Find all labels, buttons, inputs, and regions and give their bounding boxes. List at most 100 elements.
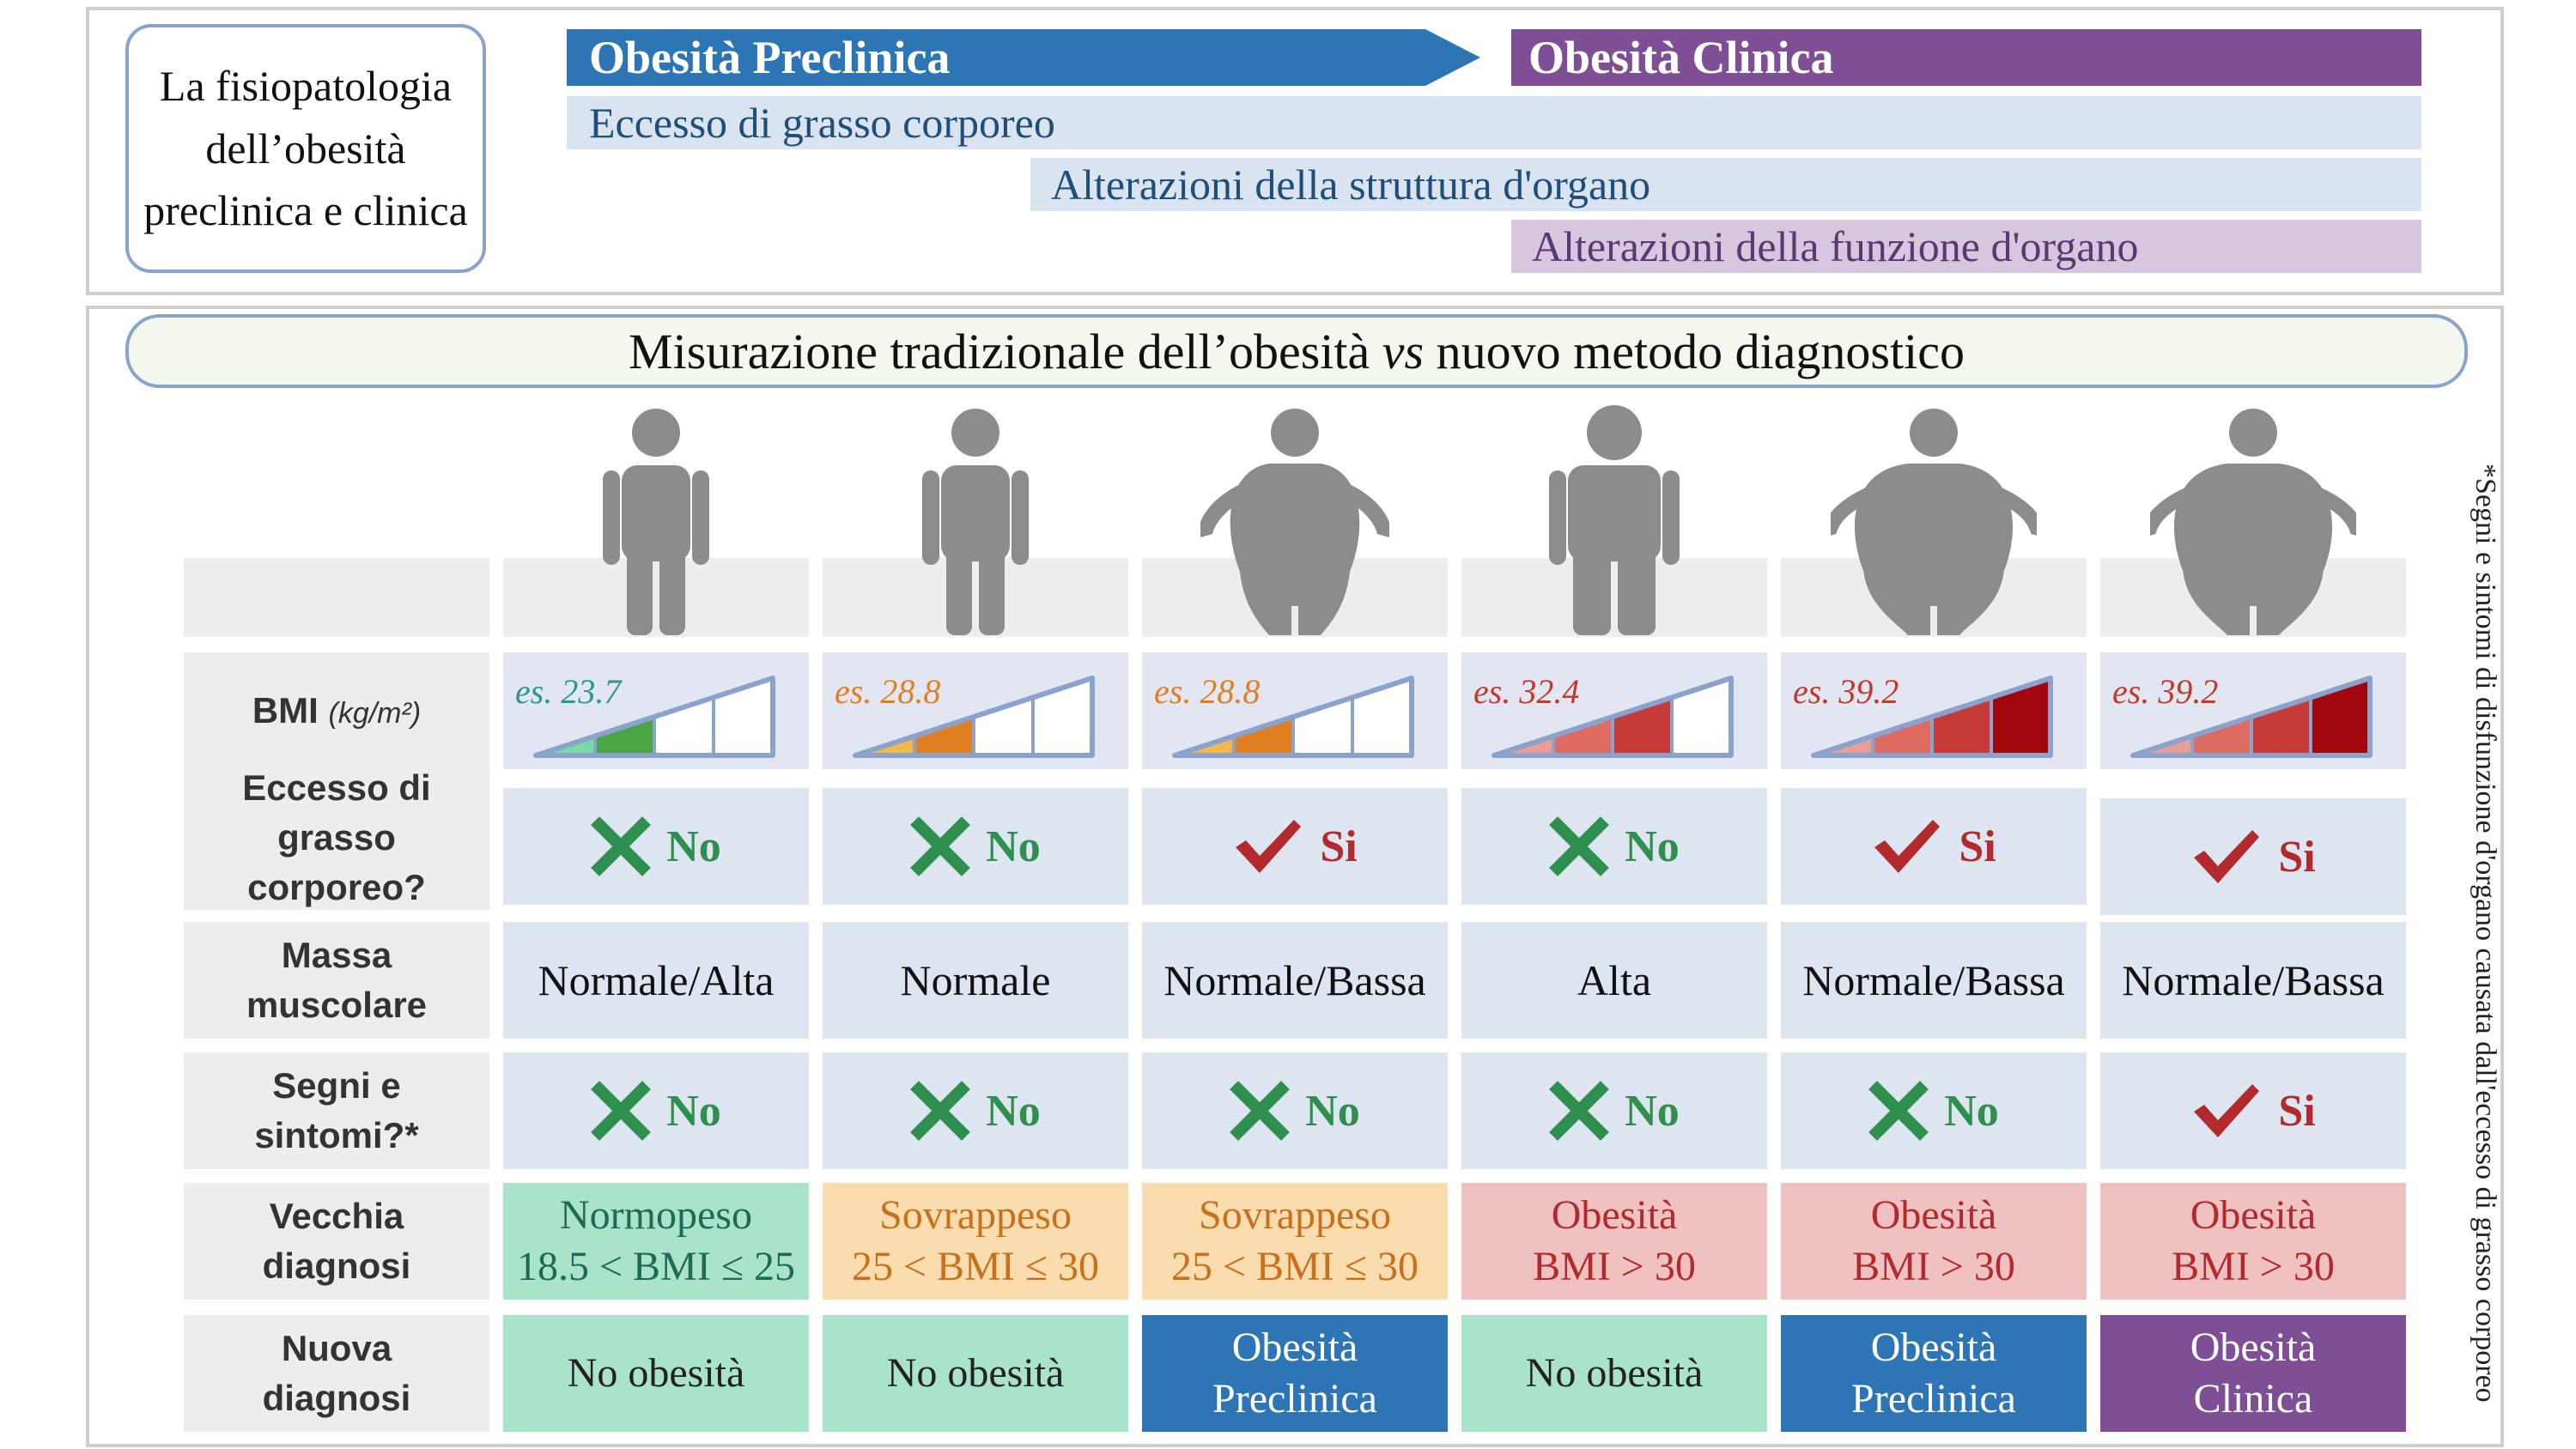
old-diagnosis-4-line-1: Obesità bbox=[1870, 1192, 1997, 1238]
fat-cell-5: Si bbox=[2100, 798, 2406, 915]
bmi-gauge-outline bbox=[1172, 676, 1414, 758]
bmi-gauge-5 bbox=[2130, 676, 2372, 758]
muscle-label-line-2: muscolare bbox=[246, 985, 428, 1025]
bmi-value-0: es. 23.7 bbox=[515, 672, 622, 711]
fat-label-line-3: corporeo? bbox=[247, 866, 426, 907]
cross-icon bbox=[591, 1081, 652, 1141]
bmi-gauge-0 bbox=[533, 676, 775, 758]
fat-cell-1: No bbox=[823, 788, 1128, 905]
bmi-gauge-2 bbox=[1172, 676, 1414, 758]
old-diagnosis-0-line-2: 18.5 < BMI ≤ 25 bbox=[516, 1244, 796, 1289]
new-diagnosis-4-line-1: Obesità bbox=[1870, 1325, 1997, 1370]
comparison-title-pre: Misurazione tradizionale dell’obesità bbox=[629, 323, 1382, 379]
fat-answer-0: No bbox=[666, 822, 721, 871]
bmi-gauge-1 bbox=[853, 676, 1095, 758]
signs-cell-3: No bbox=[1461, 1052, 1767, 1169]
new-diagnosis-0-line-1: No obesità bbox=[567, 1350, 745, 1396]
person-silhouette bbox=[603, 409, 709, 635]
new-diagnosis-row-label: Nuova diagnosi bbox=[184, 1315, 489, 1432]
checkmark-shape bbox=[2194, 830, 2260, 883]
signs-answer-5: Si bbox=[2278, 1086, 2316, 1136]
clinical-bar-label: Obesità Clinica bbox=[1528, 32, 1834, 83]
pathophysiology-title-line-2: dell’obesità bbox=[205, 124, 406, 173]
pathophysiology-title-line-1: La fisiopatologia bbox=[159, 62, 453, 111]
comparison-title-box: Misurazione tradizionale dell’obesità vs… bbox=[125, 314, 2468, 388]
muscle-cell-0: Normale/Alta bbox=[503, 922, 809, 1039]
cross-icon bbox=[1549, 1081, 1610, 1141]
bmi-value-2: es. 28.8 bbox=[1154, 672, 1261, 711]
new-diagnosis-1-line-1: No obesità bbox=[886, 1350, 1065, 1396]
signs-label-line-2: sintomi?* bbox=[254, 1115, 419, 1155]
fat-excess-bar-label: Eccesso di grasso corporeo bbox=[589, 99, 1055, 147]
comparison-title-vs: vs bbox=[1382, 323, 1425, 379]
old-diagnosis-2-line-2: 25 < BMI ≤ 30 bbox=[1170, 1244, 1419, 1289]
signs-label-line-1: Segni e bbox=[272, 1065, 401, 1106]
bottom-panel bbox=[86, 306, 2504, 1447]
old-diagnosis-cell-4: Obesità BMI > 30 bbox=[1781, 1183, 2087, 1300]
cross-icon bbox=[1230, 1081, 1291, 1141]
old-diagnosis-5-line-2: BMI > 30 bbox=[2172, 1244, 2335, 1289]
pathophysiology-title-box: La fisiopatologia dell’obesità preclinic… bbox=[125, 24, 486, 273]
bmi-gauge-outline bbox=[853, 676, 1095, 758]
bmi-gauge-outline bbox=[533, 676, 775, 758]
old-diagnosis-cell-0: Normopeso 18.5 < BMI ≤ 25 bbox=[503, 1183, 809, 1300]
old-diagnosis-4-line-2: BMI > 30 bbox=[1852, 1244, 2015, 1289]
person-slim-icon bbox=[922, 409, 1029, 635]
old-diagnosis-cell-2: Sovrappeso 25 < BMI ≤ 30 bbox=[1142, 1183, 1448, 1300]
muscle-cell-2: Normale/Bassa bbox=[1142, 922, 1448, 1039]
bmi-value-3: es. 32.4 bbox=[1473, 672, 1580, 711]
new-diagnosis-label-line-1: Nuova bbox=[281, 1328, 392, 1369]
signs-cell-0: No bbox=[503, 1052, 809, 1169]
muscle-cell-1: Normale bbox=[823, 922, 1128, 1039]
person-heavy-icon bbox=[1831, 409, 2037, 635]
checkmark-shape bbox=[1874, 820, 1941, 873]
checkmark-icon bbox=[1236, 820, 1302, 873]
new-diagnosis-label-line-2: diagnosi bbox=[262, 1378, 411, 1418]
new-diagnosis-5-line-1: Obesità bbox=[2190, 1325, 2317, 1370]
old-diagnosis-3-line-1: Obesità bbox=[1551, 1192, 1678, 1238]
signs-row-label: Segni e sintomi?* bbox=[184, 1052, 489, 1169]
fat-label-line-2: grasso bbox=[277, 817, 396, 858]
fat-row-label: Eccesso di grasso corporeo? bbox=[184, 766, 489, 910]
new-diagnosis-cell-3: No obesità bbox=[1461, 1315, 1767, 1432]
new-diagnosis-cell-0: No obesità bbox=[503, 1315, 809, 1432]
old-diagnosis-1-line-2: 25 < BMI ≤ 30 bbox=[851, 1244, 1100, 1289]
bmi-value-5: es. 39.2 bbox=[2112, 672, 2219, 711]
fat-excess-bar: Eccesso di grasso corporeo bbox=[567, 96, 2421, 149]
old-diagnosis-5-line-1: Obesità bbox=[2190, 1192, 2317, 1238]
old-diagnosis-2-line-1: Sovrappeso bbox=[1199, 1192, 1391, 1238]
signs-answer-2: No bbox=[1305, 1086, 1360, 1136]
figure-cell-1 bbox=[823, 558, 1128, 637]
signs-answer-4: No bbox=[1944, 1086, 1999, 1136]
new-diagnosis-cell-2: Obesità Preclinica bbox=[1142, 1315, 1448, 1432]
old-diagnosis-label-line-2: diagnosi bbox=[262, 1246, 411, 1286]
checkmark-shape bbox=[2194, 1084, 2260, 1137]
new-diagnosis-cell-4: Obesità Preclinica bbox=[1781, 1315, 2087, 1432]
bmi-gauge-segment bbox=[1232, 714, 1295, 757]
comparison-title-post: nuovo metodo diagnostico bbox=[1424, 323, 1965, 379]
figure-cell-0 bbox=[503, 558, 809, 637]
figure-cell-3 bbox=[1461, 558, 1767, 637]
bmi-gauge-segment bbox=[1871, 714, 1934, 757]
old-diagnosis-0-line-1: Normopeso bbox=[560, 1192, 752, 1238]
bmi-label: BMI bbox=[252, 690, 319, 731]
fat-cell-2: Si bbox=[1142, 788, 1448, 905]
cross-strokes bbox=[910, 816, 971, 876]
cross-icon bbox=[910, 816, 971, 876]
cross-strokes bbox=[591, 1081, 652, 1141]
cross-strokes bbox=[1549, 816, 1610, 876]
fat-cell-0: No bbox=[503, 788, 809, 905]
checkmark-shape bbox=[1236, 820, 1302, 873]
person-silhouette bbox=[1549, 405, 1680, 635]
checkmark-icon bbox=[2194, 830, 2260, 883]
pathophysiology-title-line-3: preclinica e clinica bbox=[143, 186, 468, 235]
fat-answer-5: Si bbox=[2278, 832, 2316, 882]
signs-cell-2: No bbox=[1142, 1052, 1448, 1169]
signs-answer-3: No bbox=[1625, 1086, 1680, 1136]
new-diagnosis-2-line-1: Obesità bbox=[1231, 1325, 1358, 1370]
muscle-cell-5: Normale/Bassa bbox=[2100, 922, 2406, 1039]
person-broad-icon bbox=[1549, 405, 1680, 635]
signs-answer-1: No bbox=[986, 1086, 1041, 1136]
bmi-gauge-segment bbox=[2190, 714, 2253, 757]
cross-strokes bbox=[591, 816, 652, 876]
